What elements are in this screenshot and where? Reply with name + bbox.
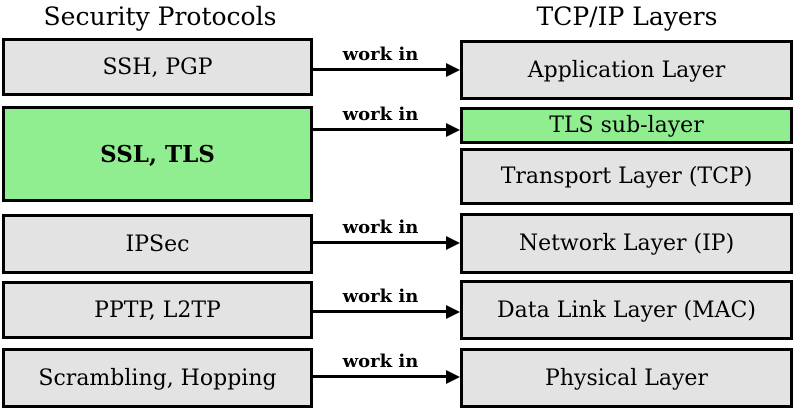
arrow-ipsec-to-network: work in <box>313 210 460 250</box>
box-label: PPTP, L2TP <box>94 297 221 323</box>
work-in-label: work in <box>342 217 419 238</box>
work-in-label: work in <box>342 286 419 307</box>
layer-box-physical: Physical Layer <box>460 348 793 408</box>
protocol-box-ssh-pgp: SSH, PGP <box>2 38 313 96</box>
protocol-box-pptp-l2tp: PPTP, L2TP <box>2 281 313 339</box>
work-in-label: work in <box>342 44 419 65</box>
arrow-line <box>313 128 448 131</box>
arrow-head-icon <box>446 123 460 137</box>
arrow-line <box>313 68 448 71</box>
protocol-box-scrambling-hopping: Scrambling, Hopping <box>2 348 313 408</box>
layer-box-data-link: Data Link Layer (MAC) <box>460 280 793 340</box>
box-label: Data Link Layer (MAC) <box>497 297 756 323</box>
box-label: Physical Layer <box>545 365 708 391</box>
arrow-pptp-to-datalink: work in <box>313 279 460 319</box>
box-label: Application Layer <box>527 57 726 83</box>
box-label: SSH, PGP <box>102 54 213 80</box>
box-label: Transport Layer (TCP) <box>500 164 753 189</box>
arrow-ssh-to-application: work in <box>313 37 460 77</box>
arrow-line <box>313 310 448 313</box>
layer-box-transport: Transport Layer (TCP) <box>460 148 793 205</box>
layer-box-network: Network Layer (IP) <box>460 213 793 274</box>
left-column-title: Security Protocols <box>43 2 277 31</box>
arrow-ssl-to-tls-sublayer: work in <box>313 97 460 137</box>
right-column-title: TCP/IP Layers <box>536 2 718 31</box>
arrow-head-icon <box>446 305 460 319</box>
arrow-line <box>313 241 448 244</box>
box-label: Network Layer (IP) <box>518 231 735 256</box>
arrow-head-icon <box>446 236 460 250</box>
work-in-label: work in <box>342 351 419 372</box>
work-in-label: work in <box>342 104 419 125</box>
box-label: SSL, TLS <box>100 140 215 168</box>
box-label: TLS sub-layer <box>549 113 704 138</box>
protocol-box-ipsec: IPSec <box>2 214 313 274</box>
layer-box-tls-sublayer: TLS sub-layer <box>460 107 793 144</box>
arrow-line <box>313 375 448 378</box>
protocol-box-ssl-tls: SSL, TLS <box>2 106 313 202</box>
arrow-head-icon <box>446 370 460 384</box>
box-label: IPSec <box>125 231 190 257</box>
arrow-scrambling-to-physical: work in <box>313 344 460 384</box>
arrow-head-icon <box>446 63 460 77</box>
layer-box-application: Application Layer <box>460 40 793 100</box>
box-label: Scrambling, Hopping <box>38 365 277 391</box>
